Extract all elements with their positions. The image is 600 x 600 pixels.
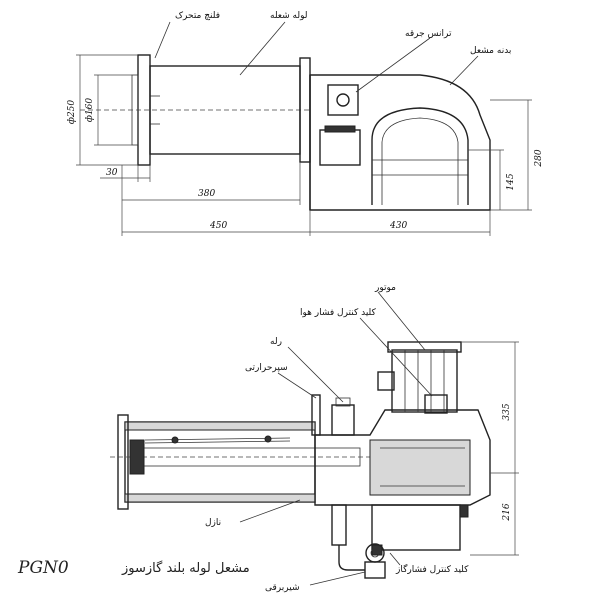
label-thermal-shield: سپرحرارتی bbox=[245, 363, 288, 373]
dim-216: 216 bbox=[502, 503, 512, 521]
label-burner-body: بدنه مشعل bbox=[470, 46, 511, 56]
bottom-view: موتور کلید کنترل فشار هوا رله سپرحرارتی … bbox=[110, 283, 519, 593]
top-view: فلنچ متحرک لوله شعله ترانس جرقه بدنه مشع… bbox=[67, 10, 544, 236]
label-motor: موتور bbox=[374, 283, 396, 293]
dim-phi250: ф250 bbox=[67, 100, 77, 124]
relay bbox=[331, 404, 355, 436]
dim-phi160: ф160 bbox=[85, 98, 95, 122]
dim-335: 335 bbox=[502, 403, 512, 420]
caption-model: PGN0 bbox=[17, 558, 69, 578]
fan-housing bbox=[371, 107, 469, 205]
label-moving-flange: فلنچ متحرک bbox=[175, 10, 220, 21]
burner-tube-section bbox=[124, 421, 316, 503]
dim-30: 30 bbox=[106, 168, 118, 178]
label-gas-pressure-switch: کلید کنترل فشارگاز bbox=[395, 563, 469, 575]
label-ignition-transformer: ترانس جرقه bbox=[405, 29, 452, 39]
dim-280: 280 bbox=[534, 149, 544, 167]
dim-380: 380 bbox=[198, 189, 215, 199]
label-burner-tube: لوله شعله bbox=[270, 11, 308, 21]
label-air-pressure-switch: کلید کنترل فشار هوا bbox=[300, 308, 377, 318]
caption-title: مشعل لوله بلند گازسوز bbox=[121, 560, 250, 576]
burner-body bbox=[309, 74, 491, 211]
burner-body-section bbox=[314, 409, 491, 506]
label-nozzle: نازل bbox=[205, 518, 221, 528]
label-relay: رله bbox=[270, 337, 282, 347]
label-solenoid-valve: شیربرقی bbox=[265, 583, 300, 593]
air-pressure-switch bbox=[424, 394, 448, 414]
dim-145: 145 bbox=[506, 173, 516, 190]
dim-430: 430 bbox=[389, 221, 407, 231]
gas-pressure-switch bbox=[371, 504, 461, 551]
dim-450: 450 bbox=[209, 221, 227, 231]
ignition-transformer bbox=[327, 84, 359, 116]
